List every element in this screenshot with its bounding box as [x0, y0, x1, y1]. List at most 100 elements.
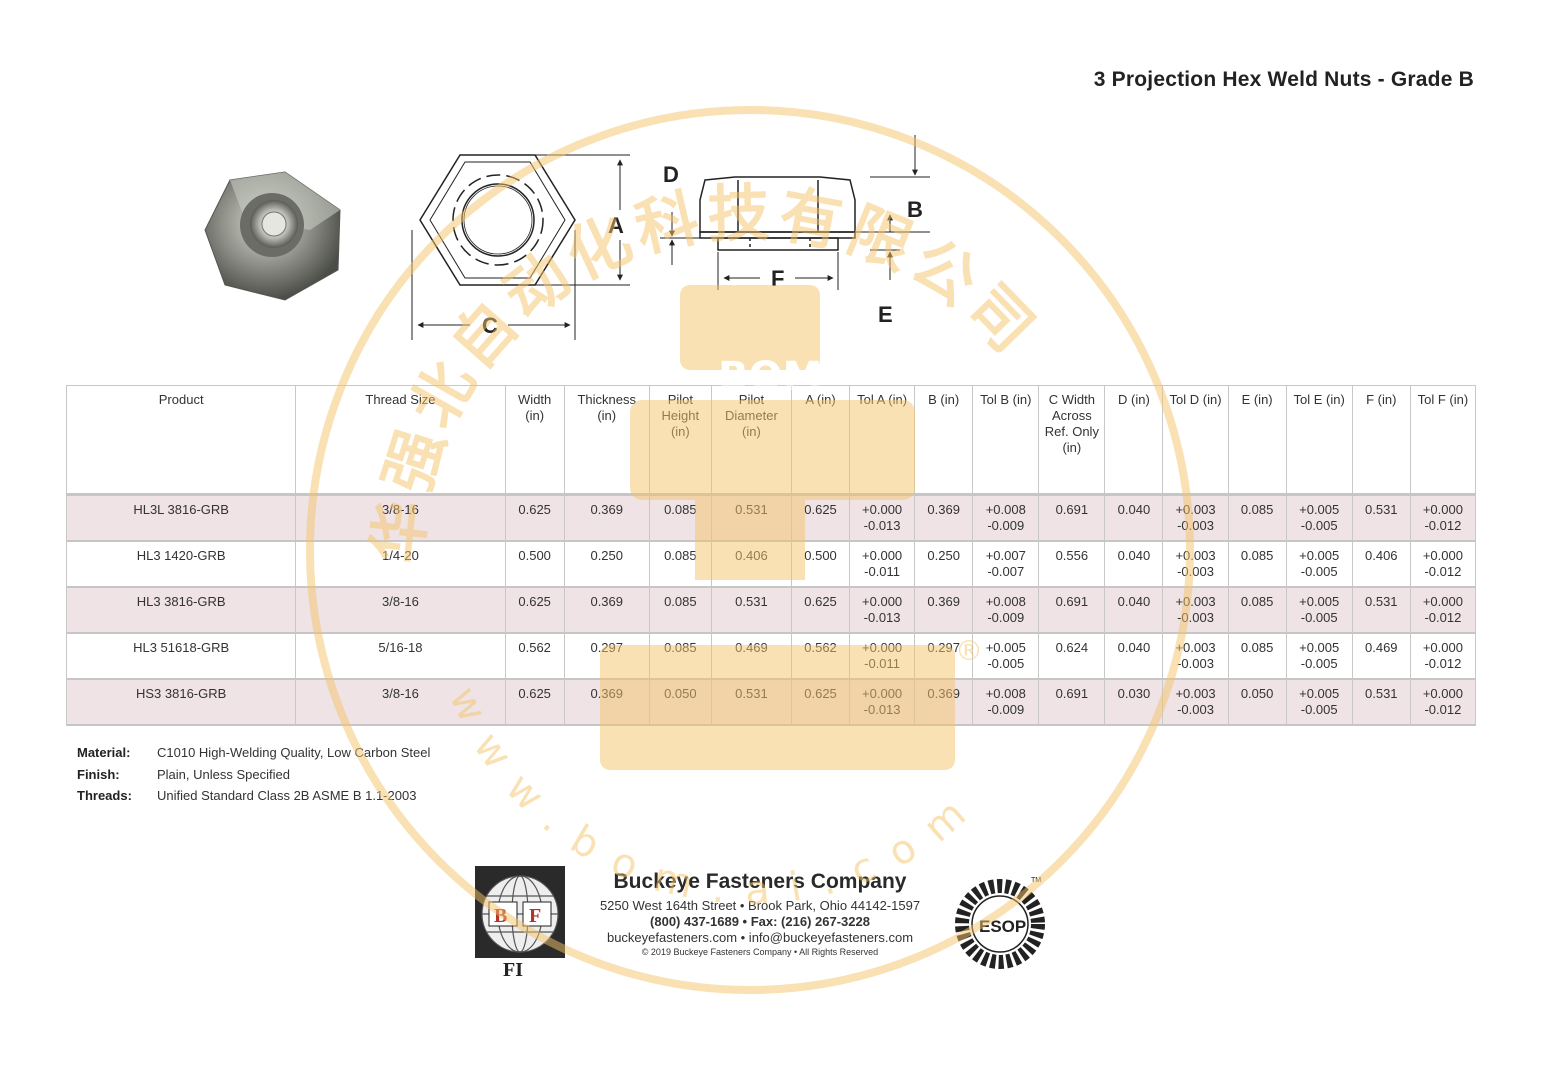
table-cell: 0.369 — [563, 678, 650, 726]
table-cell: 0.531 — [1351, 586, 1411, 634]
header-cell: E (in) — [1227, 385, 1287, 496]
header-cell: B (in) — [914, 385, 974, 496]
table-cell: +0.003 -0.003 — [1162, 494, 1229, 542]
header-cell: C Width Across Ref. Only (in) — [1038, 385, 1106, 496]
header-cell: Tol F (in) — [1409, 385, 1477, 496]
note-material: Material: C1010 High-Welding Quality, Lo… — [77, 745, 430, 767]
table-cell: +0.000 -0.011 — [849, 540, 916, 588]
label-e: E — [878, 302, 893, 327]
table-cell: 0.625 — [504, 586, 565, 634]
table-cell: HL3 1420-GRB — [65, 540, 297, 588]
table-cell: 0.531 — [710, 678, 792, 726]
table-cell: 0.500 — [790, 540, 851, 588]
table-cell: 0.369 — [563, 494, 650, 542]
table-cell: 3/8-16 — [295, 678, 506, 726]
table-cell: 0.406 — [1351, 540, 1411, 588]
table-cell: 0.085 — [1227, 540, 1287, 588]
logo-letters-fi: FI — [503, 959, 523, 978]
header-cell: Tol D (in) — [1162, 385, 1229, 496]
table-cell: HL3L 3816-GRB — [65, 494, 297, 542]
note-finish: Finish: Plain, Unless Specified — [77, 767, 430, 789]
note-value: Plain, Unless Specified — [157, 766, 290, 782]
table-cell: 0.040 — [1104, 540, 1164, 588]
table-cell: 0.531 — [710, 586, 792, 634]
table-cell: 5/16-18 — [295, 632, 506, 680]
table-cell: 0.625 — [790, 494, 851, 542]
table-cell: 0.369 — [914, 678, 974, 726]
table-cell: 0.030 — [1104, 678, 1164, 726]
table-cell: 0.691 — [1038, 678, 1106, 726]
table-cell: 0.085 — [1227, 586, 1287, 634]
label-c: C — [482, 313, 498, 338]
esop-logo: ESOP TM — [955, 877, 1045, 969]
table-cell: HS3 3816-GRB — [65, 678, 297, 726]
spec-table: Product Thread Size Width (in) Thickness… — [65, 385, 1477, 726]
table-cell: 0.085 — [648, 540, 712, 588]
page-title: 3 Projection Hex Weld Nuts - Grade B — [1093, 68, 1474, 91]
table-cell: 0.691 — [1038, 494, 1106, 542]
company-web: buckeyefasteners.com • info@buckeyefaste… — [606, 930, 914, 945]
table-cell: 0.250 — [563, 540, 650, 588]
table-cell: 0.531 — [1351, 678, 1411, 726]
header-cell: A (in) — [790, 385, 851, 496]
table-cell: 0.040 — [1104, 632, 1164, 680]
table-cell: 0.040 — [1104, 586, 1164, 634]
table-cell: +0.005 -0.005 — [1285, 494, 1353, 542]
table-cell: +0.008 -0.009 — [972, 678, 1040, 726]
table-cell: +0.000 -0.012 — [1409, 494, 1477, 542]
bf-logo: B F FI — [475, 866, 565, 978]
company-info: Buckeye Fasteners Company 5250 West 164t… — [585, 870, 935, 957]
table-cell: 0.406 — [710, 540, 792, 588]
table-cell: +0.008 -0.009 — [972, 494, 1040, 542]
table-cell: 0.531 — [1351, 494, 1411, 542]
label-b: B — [907, 197, 923, 222]
label-a: A — [608, 213, 624, 238]
table-cell: +0.000 -0.013 — [849, 678, 916, 726]
table-cell: 3/8-16 — [295, 586, 506, 634]
table-cell: 0.040 — [1104, 494, 1164, 542]
table-cell: 0.691 — [1038, 586, 1106, 634]
table-cell: 0.085 — [648, 632, 712, 680]
table-cell: 0.085 — [648, 586, 712, 634]
label-d: D — [663, 162, 679, 187]
table-cell: 0.625 — [504, 494, 565, 542]
table-cell: 0.369 — [914, 586, 974, 634]
table-cell: 0.250 — [914, 540, 974, 588]
table-cell: +0.000 -0.013 — [849, 586, 916, 634]
table-cell: 3/8-16 — [295, 494, 506, 542]
hex-top-view — [419, 154, 576, 286]
table-cell: +0.000 -0.012 — [1409, 678, 1477, 726]
note-value: Unified Standard Class 2B ASME B 1.1-200… — [157, 788, 417, 803]
table-cell: 0.625 — [790, 586, 851, 634]
table-cell: 0.624 — [1038, 632, 1106, 680]
header-cell: F (in) — [1351, 385, 1411, 496]
table-cell: 0.369 — [914, 494, 974, 542]
table-cell: 0.469 — [710, 632, 792, 680]
table-cell: +0.005 -0.005 — [1285, 586, 1353, 634]
label-f: F — [771, 266, 784, 291]
company-phone: (800) 437-1689 • Fax: (216) 267-3228 — [650, 914, 870, 929]
table-cell: 1/4-20 — [295, 540, 506, 588]
table-cell: 0.085 — [1227, 494, 1287, 542]
table-cell: +0.003 -0.003 — [1162, 540, 1229, 588]
nut-photo — [204, 171, 341, 301]
table-cell: +0.005 -0.005 — [1285, 540, 1353, 588]
table-cell: 0.556 — [1038, 540, 1106, 588]
table-header-row: Product Thread Size Width (in) Thickness… — [65, 385, 1477, 496]
table-cell: 0.625 — [790, 678, 851, 726]
esop-text: ESOP — [979, 917, 1026, 936]
table-cell: 0.085 — [1227, 632, 1287, 680]
table-cell: 0.050 — [1227, 678, 1287, 726]
table-cell: +0.008 -0.009 — [972, 586, 1040, 634]
note-threads: Threads: Unified Standard Class 2B ASME … — [77, 788, 430, 810]
header-cell: Thickness (in) — [563, 385, 650, 496]
spec-notes: Material: C1010 High-Welding Quality, Lo… — [77, 745, 430, 810]
note-value: C1010 High-Welding Quality, Low Carbon S… — [157, 745, 431, 760]
table-cell: +0.007 -0.007 — [972, 540, 1040, 588]
table-cell: HL3 3816-GRB — [65, 586, 297, 634]
hex-side-view — [699, 176, 856, 251]
note-label: Finish: — [77, 766, 120, 782]
note-label: Material: — [77, 745, 131, 760]
